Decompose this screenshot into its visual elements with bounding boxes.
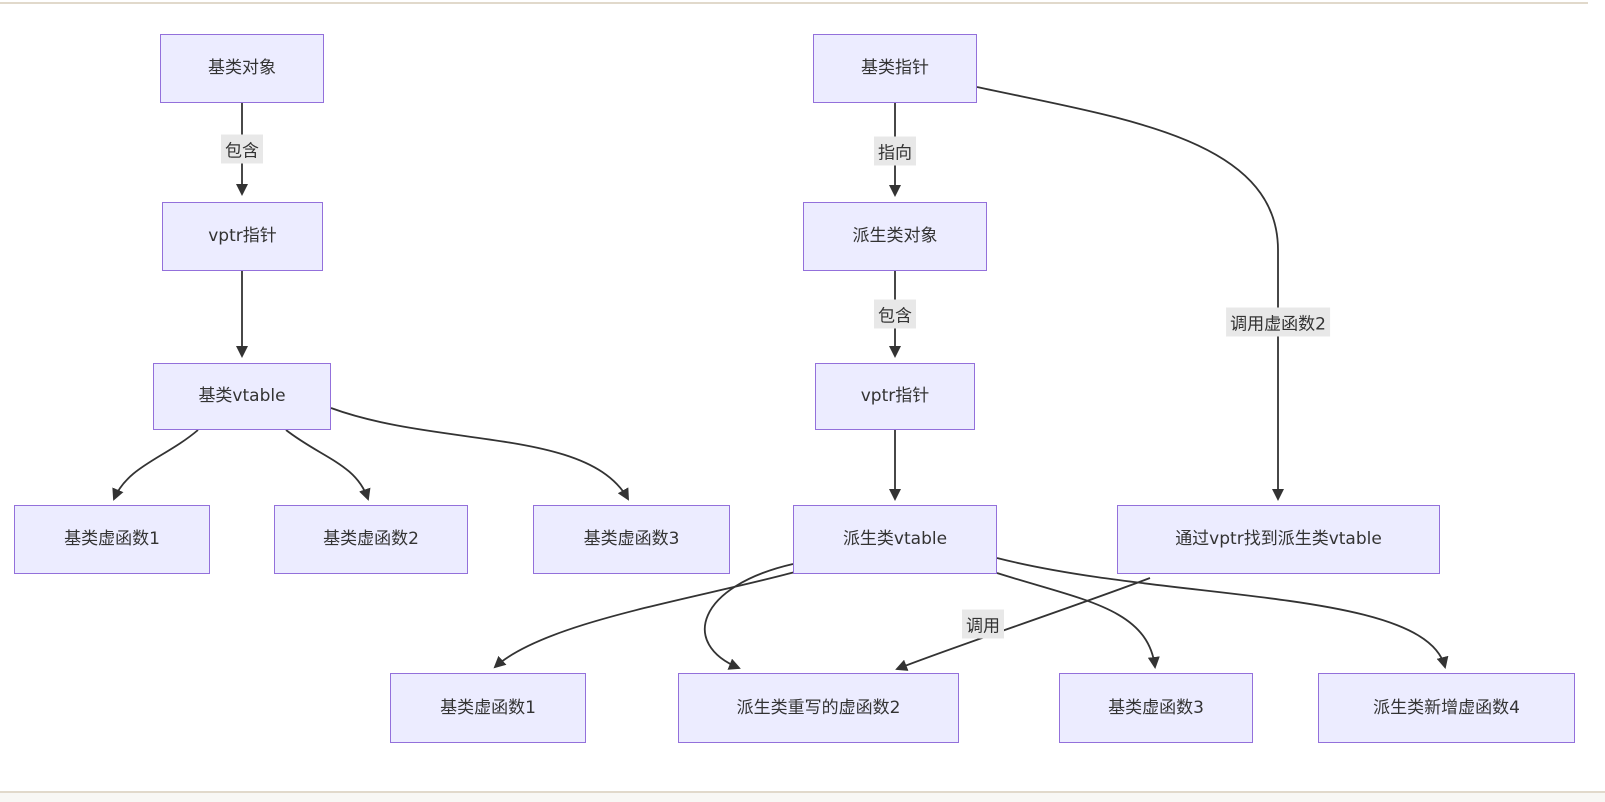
node-derived-vf2: 派生类重写的虚函数2 [678, 673, 959, 743]
node-label-base-vptr: vptr指针 [208, 226, 277, 247]
node-base-vf1: 基类虚函数1 [14, 505, 210, 574]
edge-base-vtable-to-base-vf3 [330, 407, 629, 501]
node-label-base-pointer: 基类指针 [861, 58, 929, 79]
edge-base-pointer-to-find-vtable [976, 86, 1284, 501]
node-derived-vf1: 基类虚函数1 [390, 673, 586, 743]
node-find-vtable: 通过vptr找到派生类vtable [1117, 505, 1440, 574]
node-derived-vptr: vptr指针 [815, 363, 975, 430]
edge-label-e1: 包含 [221, 134, 263, 164]
node-label-base-object: 基类对象 [208, 58, 276, 79]
node-label-base-vtable: 基类vtable [198, 386, 286, 407]
node-label-base-vf3: 基类虚函数3 [583, 529, 680, 550]
edge-base-vtable-to-base-vf2 [285, 429, 371, 501]
edge-label-e7: 调用虚函数2 [1226, 307, 1330, 337]
node-label-derived-vf4: 派生类新增虚函数4 [1373, 697, 1520, 718]
node-label-derived-object: 派生类对象 [852, 226, 938, 247]
node-label-base-vf1: 基类虚函数1 [64, 529, 160, 550]
node-label-find-vtable: 通过vptr找到派生类vtable [1175, 529, 1382, 550]
node-base-object: 基类对象 [160, 34, 324, 103]
node-base-vf2: 基类虚函数2 [274, 505, 468, 574]
node-base-vptr: vptr指针 [162, 202, 323, 271]
node-derived-object: 派生类对象 [803, 202, 987, 271]
node-derived-vf4: 派生类新增虚函数4 [1318, 673, 1575, 743]
node-label-derived-vf2: 派生类重写的虚函数2 [736, 697, 901, 718]
top-divider [0, 2, 1588, 4]
edge-derived-vtable-to-derived-vf2 [703, 563, 794, 670]
bottom-divider [0, 791, 1605, 793]
node-label-derived-vptr: vptr指针 [860, 386, 930, 407]
footer-strip [0, 793, 1605, 802]
node-derived-vtable: 派生类vtable [793, 505, 997, 574]
node-label-derived-vtable: 派生类vtable [842, 529, 948, 550]
node-base-vf3: 基类虚函数3 [533, 505, 730, 574]
edge-label-e8: 包含 [874, 299, 916, 329]
edge-derived-vtable-to-derived-vf1 [493, 571, 796, 669]
edge-label-e6: 指向 [874, 136, 916, 166]
edge-find-vtable-to-derived-vf2 [895, 577, 1151, 671]
edge-derived-vtable-to-derived-vf4 [996, 557, 1449, 669]
node-base-pointer: 基类指针 [813, 34, 977, 103]
node-label-base-vf2: 基类虚函数2 [323, 529, 419, 550]
edge-base-vtable-to-base-vf1 [112, 429, 199, 501]
node-label-derived-vf1: 基类虚函数1 [440, 697, 536, 718]
edges-group [112, 86, 1449, 671]
edge-derived-vtable-to-derived-vf3 [996, 572, 1160, 669]
node-derived-vf3: 基类虚函数3 [1059, 673, 1253, 743]
node-label-derived-vf3: 基类虚函数3 [1108, 697, 1204, 718]
edge-label-e14: 调用 [962, 609, 1004, 639]
node-base-vtable: 基类vtable [153, 363, 331, 430]
